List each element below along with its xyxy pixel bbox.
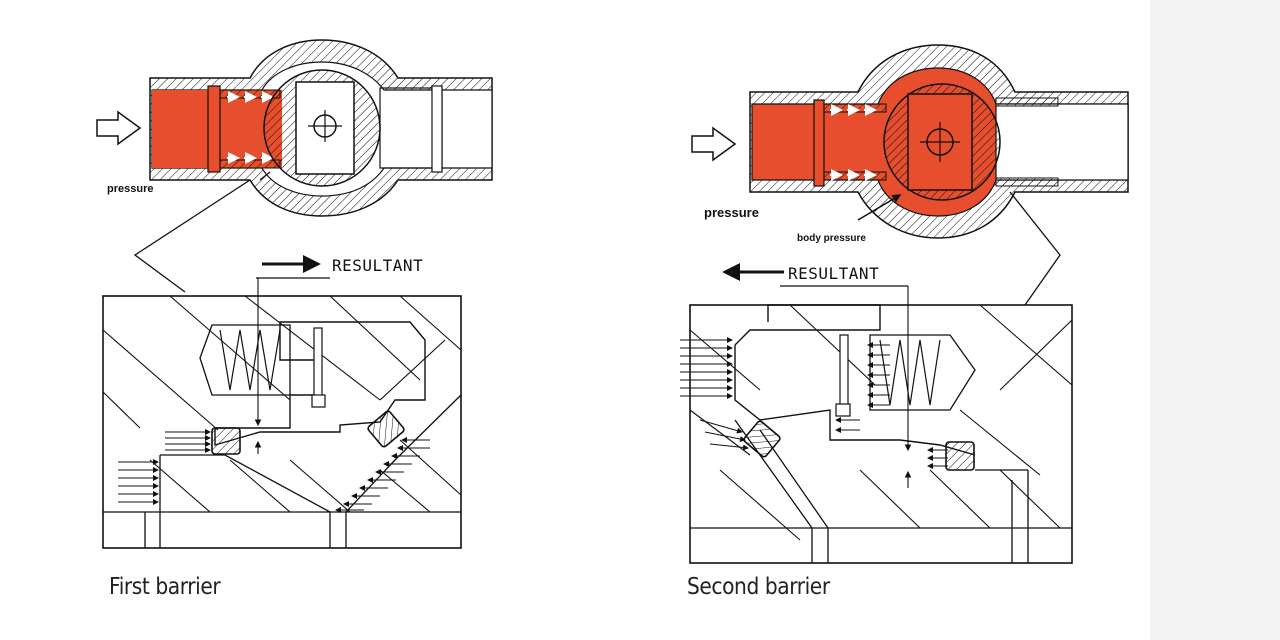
second-pressure-arrows — [680, 337, 948, 469]
ball-bore-2 — [907, 93, 973, 191]
first-barrier-valve-section — [96, 39, 493, 293]
second-barrier-seal-detail — [680, 286, 1073, 564]
second-pressure-label: pressure — [704, 205, 759, 220]
right-margin-strip — [1150, 0, 1280, 640]
body-pressure-label: body pressure — [797, 233, 866, 244]
first-pressure-arrows — [118, 429, 430, 513]
second-resultant-label: RESULTANT — [788, 264, 879, 283]
inlet-flow-arrow-2 — [691, 126, 737, 162]
second-barrier-caption: Second barrier — [687, 574, 830, 600]
first-barrier-seal-detail — [102, 278, 462, 549]
first-pressure-label: pressure — [107, 183, 153, 195]
first-barrier-caption: First barrier — [109, 574, 221, 600]
second-barrier-valve-section — [691, 44, 1129, 306]
inlet-flow-arrow — [96, 110, 142, 146]
seat-flow-arrows — [227, 91, 274, 164]
first-resultant-label: RESULTANT — [332, 256, 423, 275]
